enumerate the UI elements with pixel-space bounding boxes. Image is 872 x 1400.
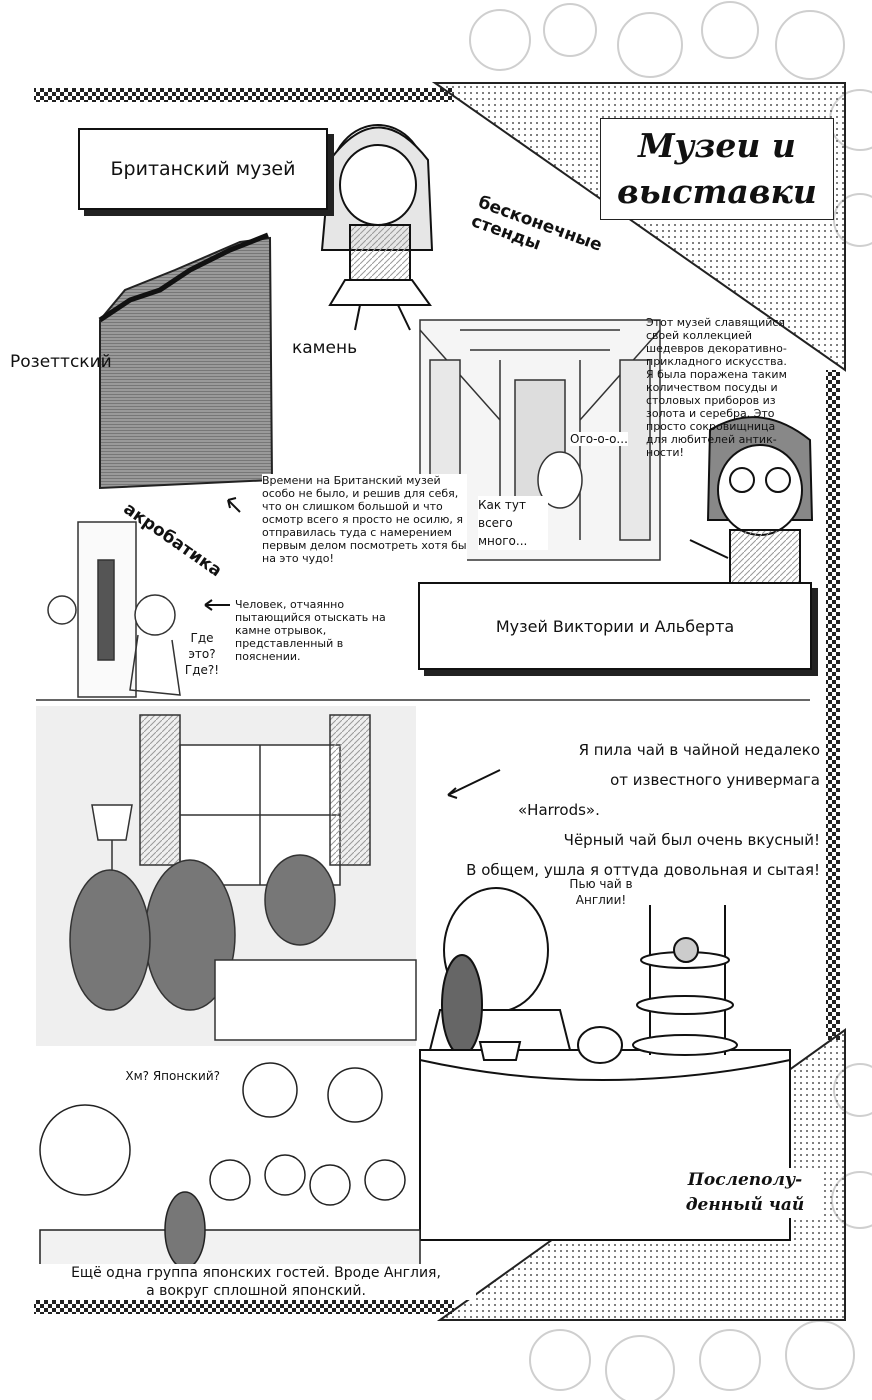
british-museum-label: Британский музей (110, 158, 296, 180)
display-case-illustration (47, 521, 181, 698)
tea-line-3: «Harrods». (518, 801, 600, 819)
tea-line-2: от известного универмага (610, 771, 820, 789)
british-museum-box: Британский музей (78, 128, 328, 210)
victoria-albert-box: Музей Виктории и Альберта (418, 582, 812, 670)
checker-border-right (826, 370, 840, 1040)
afternoon-tea-title: Послеполу-денный чай (670, 1168, 820, 1218)
rosetta-stone-broken-edge (98, 232, 269, 323)
british-museum-note: Времени на Британский музей особо не был… (262, 474, 467, 565)
tea-room-illustration (36, 706, 417, 1046)
tea-line-4: Чёрный чай был очень вкусный! (563, 831, 820, 849)
so-much-bubble: Как тут всего много... (478, 496, 548, 550)
drinking-tea-bubble: Пью чай в Англии! (566, 876, 636, 908)
hm-japanese-bubble: Хм? Японский? (125, 1069, 220, 1083)
title-line-2: выставки (617, 172, 817, 211)
japanese-group-caption: Ещё одна группа японских гостей. Вроде А… (36, 1264, 476, 1300)
va-museum-description: Этот музей славящийся своей коллекцией ш… (646, 316, 787, 459)
arrow-icons (204, 497, 729, 799)
rosetta-label-left: Розеттский (10, 352, 112, 372)
tea-line-5: В общем, ушла я оттуда довольная и сытая… (466, 861, 820, 879)
glasses-girl-character-icon (706, 416, 814, 586)
japanese-group-illustration (39, 1062, 421, 1269)
japanese-group-line-1: Ещё одна группа японских гостей. Вроде А… (71, 1265, 441, 1281)
japanese-group-line-2: а вокруг сплошной японский. (146, 1283, 366, 1299)
tea-line-1: Я пила чай в чайной недалеко (578, 741, 820, 759)
title-line-1: Музеи и (638, 126, 796, 165)
tea-paragraph: Я пила чай в чайной недалеко от известно… (400, 735, 820, 885)
page-title: Музеи и выставки (600, 118, 834, 220)
oh-exclamation: Ого-о-о... (570, 432, 628, 446)
rose-decoration-top (469, 1, 872, 247)
checker-border-bottom (34, 1300, 454, 1314)
checker-border-top (34, 88, 454, 102)
where-bubble: Где это? Где?! (184, 631, 220, 677)
rosetta-label-right: камень (292, 338, 358, 358)
victoria-albert-label: Музей Виктории и Альберта (495, 616, 735, 636)
person-search-note: Человек, отчаянно пытающийся отыскать на… (235, 598, 386, 663)
girl-character-icon (320, 124, 434, 331)
